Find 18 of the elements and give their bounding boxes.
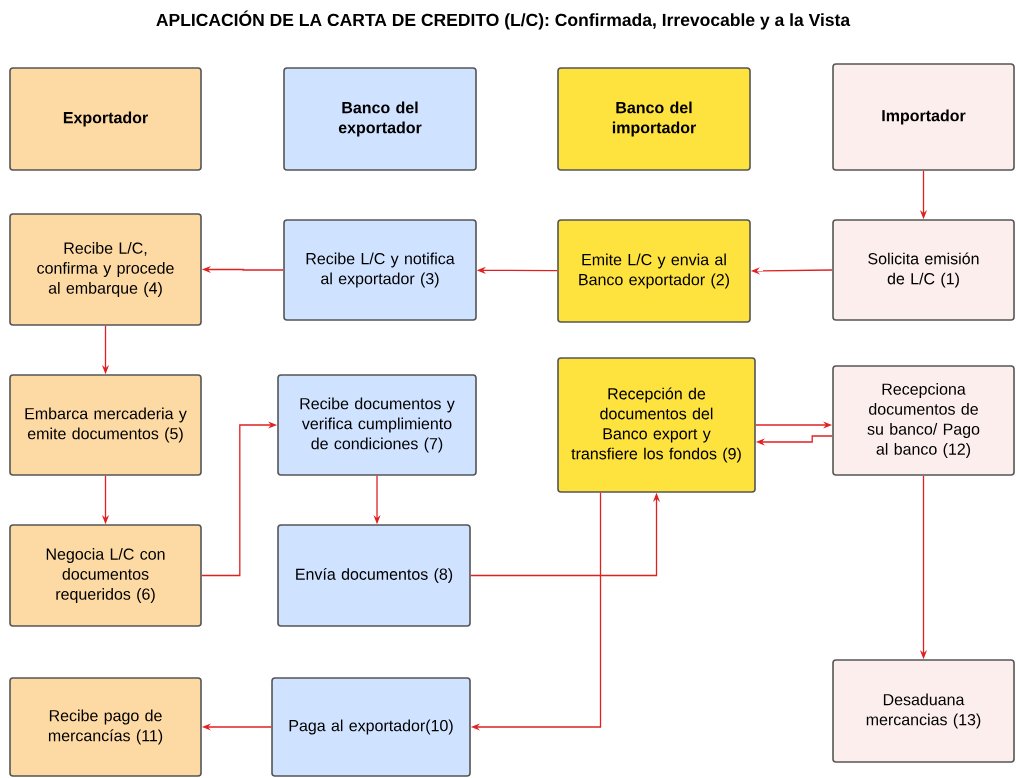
header-box: Exportador: [9, 67, 202, 171]
process-box: Recibe L/C y notifica al exportador (3): [283, 219, 477, 321]
process-box: Embarca mercaderia y emite documentos (5): [9, 374, 202, 476]
process-box: Recibe documentos y verifica cumplimiento de condiciones (7): [277, 374, 477, 476]
process-box: Desaduana mercancias (13): [832, 659, 1015, 763]
header-box: Importador: [832, 63, 1015, 171]
process-box: Recibe L/C, confirma y procede al embarque (4): [9, 213, 202, 326]
process-box: Paga al exportador(10): [271, 677, 471, 777]
process-box: Solicita emisión de L/C (1): [832, 219, 1015, 321]
process-box: Recepciona documentos de su banco/ Pago al banco (12): [832, 365, 1015, 476]
header-box: Banco del exportador: [283, 67, 477, 171]
title: APLICACIÓN DE LA CARTA DE CREDITO (L/C): Confirmada, Irrevocable y a la Vista: [156, 10, 851, 30]
process-box: Recibe pago de mercancías (11): [9, 677, 202, 777]
process-box: Negocia L/C con documentos requeridos (6): [9, 524, 202, 627]
header-box: Banco del importador: [557, 67, 751, 171]
process-box: Recepción de documentos del Banco export y transfiere los fondos (9): [557, 357, 756, 493]
process-box: Envía documentos (8): [277, 524, 471, 627]
process-box: Emite L/C y envia al Banco exportador (2): [557, 219, 751, 323]
